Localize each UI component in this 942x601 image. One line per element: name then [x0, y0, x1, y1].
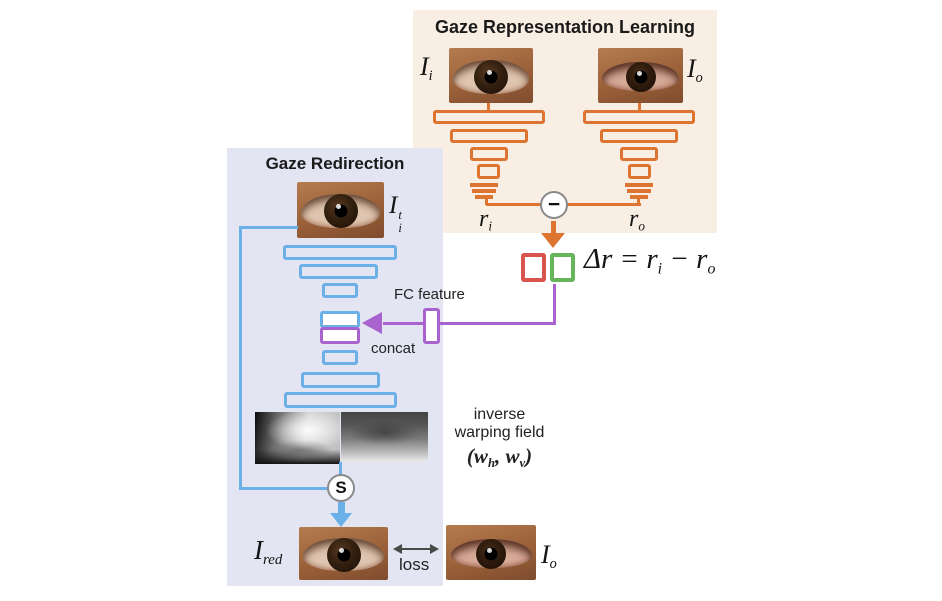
- eye-glint: [636, 70, 642, 76]
- representation-panel-title: Gaze Representation Learning: [434, 17, 696, 37]
- fc-layer-line: [630, 195, 648, 199]
- delta-equation: Δr = ri − ro: [584, 243, 716, 278]
- loss-label: loss: [399, 555, 430, 574]
- eye-glint: [487, 547, 493, 553]
- fc-feature-label: FC feature: [394, 286, 465, 303]
- eye-iris: [474, 59, 508, 94]
- redirection-input-eye-image: [297, 182, 384, 238]
- encoder-bar: [477, 164, 500, 179]
- concat-gaze-box: [320, 327, 360, 344]
- encoder-bar: [470, 147, 508, 161]
- fc-block: [423, 308, 440, 344]
- connector-line: [638, 103, 641, 111]
- eye-iris: [625, 61, 656, 92]
- redirection-panel-title: Gaze Redirection: [265, 154, 405, 173]
- warp-field-caption: inverse warping field (wh, wv): [432, 406, 567, 470]
- warp-caption-line1: inverse: [473, 406, 526, 423]
- eye-iris: [323, 194, 358, 229]
- loss-target-image-label: Io: [541, 540, 557, 572]
- connector-line: [637, 198, 640, 205]
- encoder-bar: [600, 129, 678, 143]
- encoder-bar: [583, 110, 695, 124]
- fc-layer-line: [475, 195, 493, 199]
- right-feature-label: ro: [629, 206, 645, 234]
- connector-line: [487, 103, 490, 111]
- loss-arrowhead-right: [430, 544, 439, 554]
- skip-connection-line: [239, 226, 242, 490]
- loss-arrow-icon: [393, 543, 439, 555]
- delta-arrowhead-icon: [541, 233, 565, 248]
- fc-arrowhead-icon: [362, 312, 382, 334]
- encoder-bar: [450, 129, 528, 143]
- loss-arrow-shaft: [400, 548, 432, 550]
- input-image-label: Ii: [420, 52, 433, 84]
- fc-connector-line: [553, 284, 556, 325]
- eye-glint: [336, 204, 342, 210]
- delta-arrow-stem: [551, 221, 556, 234]
- fc-connector-line: [440, 322, 556, 325]
- fc-layer-line: [627, 189, 651, 193]
- connector-line: [339, 462, 342, 475]
- connector-line: [485, 198, 488, 205]
- warp-field-horizontal-image: [255, 412, 340, 464]
- output-arrowhead-icon: [330, 513, 352, 527]
- decoder-bar: [322, 350, 358, 365]
- encoder-bar: [628, 164, 651, 179]
- encoder-bar: [433, 110, 545, 124]
- redirected-image-label: Ired: [254, 535, 283, 569]
- eye-iris: [476, 538, 506, 569]
- target-image-label: Io: [687, 54, 703, 86]
- delta-red-square: [521, 253, 546, 282]
- eye-glint: [486, 69, 492, 75]
- skip-connection-line: [239, 487, 328, 490]
- input-eye-image: [449, 48, 533, 103]
- decoder-bar: [301, 372, 380, 388]
- target-eye-image: [598, 48, 683, 103]
- left-feature-label: ri: [479, 206, 493, 234]
- warp-field-vertical-image: [341, 412, 428, 462]
- fc-layer-line: [625, 183, 653, 187]
- loss-arrowhead-left: [393, 544, 402, 554]
- encoder-bar: [322, 283, 358, 298]
- encoder-bar: [283, 245, 397, 260]
- sampler-icon: S: [327, 474, 355, 502]
- delta-green-square: [550, 253, 575, 282]
- eye-glint: [339, 547, 345, 553]
- concat-label: concat: [371, 340, 416, 357]
- warp-caption-line2: warping field: [454, 424, 545, 442]
- fc-connector-line: [383, 322, 423, 325]
- minus-icon: −: [540, 191, 568, 219]
- skip-connection-line: [239, 226, 298, 229]
- warp-caption-math: (wh, wv): [466, 443, 533, 470]
- fc-layer-line: [470, 183, 498, 187]
- decoder-bar: [284, 392, 397, 408]
- output-arrow-stem: [338, 502, 345, 514]
- encoder-bar: [620, 147, 658, 161]
- redirected-eye-image: [299, 527, 388, 580]
- concat-feature-box: [320, 311, 360, 328]
- eye-iris: [326, 537, 361, 572]
- encoder-bar: [299, 264, 378, 279]
- fc-layer-line: [472, 189, 496, 193]
- loss-target-eye-image: [446, 525, 536, 580]
